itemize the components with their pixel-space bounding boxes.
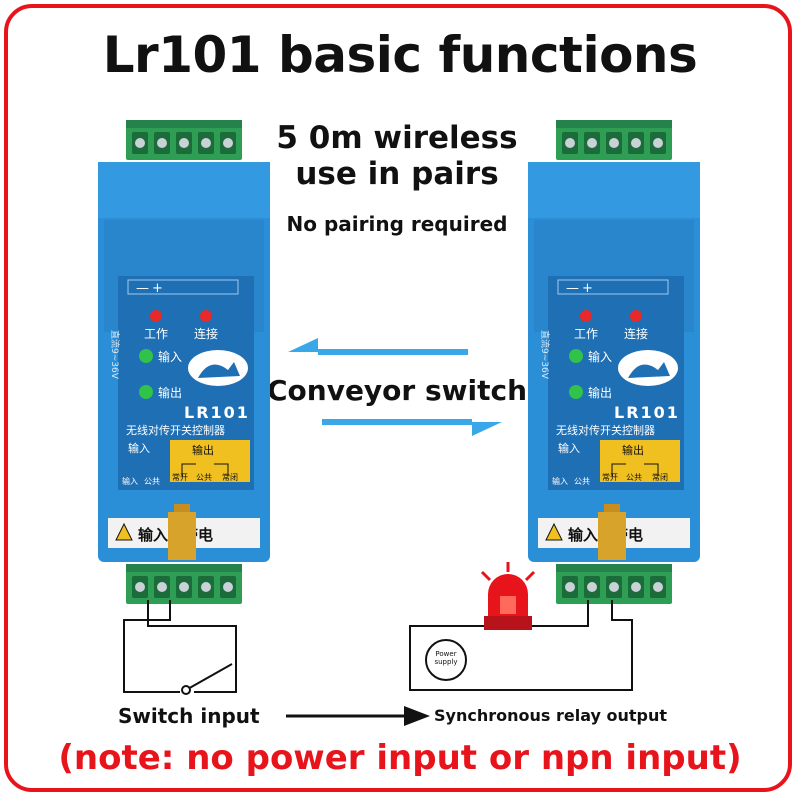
svg-text:常闭: 常闭 <box>652 473 668 482</box>
left-module: — + 直流9~36V 工作 连接 输入 输出 LR101 无线对传开关控制器 … <box>98 120 270 604</box>
svg-text:输入: 输入 <box>588 349 612 364</box>
power-supply-line-1: Power <box>435 650 457 658</box>
right-module: — + 直流9~36V 工作 连接 输入 输出 LR101 无线对传开关控制器 … <box>528 120 700 604</box>
svg-text:输入: 输入 <box>552 476 568 486</box>
flow-arrow-head <box>404 706 430 726</box>
range-line-2: use in pairs <box>295 156 499 192</box>
wireless-arrow-left <box>288 338 468 355</box>
red-frame-border <box>4 4 792 792</box>
power-supply-label: Power supply <box>426 650 466 666</box>
note-text: (note: no power input or npn input) <box>58 738 742 778</box>
svg-text:常闭: 常闭 <box>222 473 238 482</box>
svg-text:公共: 公共 <box>196 473 212 482</box>
svg-text:+: + <box>582 281 593 296</box>
range-line-1: 5 0m wireless <box>276 120 518 156</box>
svg-text:—: — <box>566 281 579 296</box>
svg-text:直流9~36V: 直流9~36V <box>109 330 121 380</box>
svg-text:常开: 常开 <box>602 473 618 482</box>
svg-text:直流9~36V: 直流9~36V <box>539 330 551 380</box>
power-supply-line-2: supply <box>434 658 458 666</box>
svg-text:输出: 输出 <box>622 443 644 457</box>
conveyor-switch-text: Conveyor switch <box>266 374 528 407</box>
svg-text:LR101: LR101 <box>614 403 680 422</box>
svg-text:连接: 连接 <box>194 326 218 341</box>
relay-output-wiring <box>409 600 633 691</box>
warning-lamp-icon <box>480 562 536 630</box>
svg-text:输入: 输入 <box>128 441 150 455</box>
svg-text:—: — <box>136 281 149 296</box>
relay-output-label: Synchronous relay output <box>434 706 668 725</box>
switch-input-label: Switch input <box>118 704 260 728</box>
svg-text:输出: 输出 <box>158 385 182 400</box>
wireless-arrow-right <box>322 419 502 436</box>
svg-text:工作: 工作 <box>574 327 598 341</box>
svg-text:+: + <box>152 281 163 296</box>
svg-text:输出: 输出 <box>588 385 612 400</box>
svg-text:公共: 公共 <box>574 477 590 486</box>
svg-text:输入: 输入 <box>158 349 182 364</box>
svg-text:无线对传开关控制器: 无线对传开关控制器 <box>556 423 655 437</box>
svg-text:常开: 常开 <box>172 473 188 482</box>
svg-text:输入: 输入 <box>122 476 138 486</box>
svg-text:连接: 连接 <box>624 326 648 341</box>
svg-text:LR101: LR101 <box>184 403 250 422</box>
switch-contact <box>181 685 191 695</box>
svg-text:工作: 工作 <box>144 327 168 341</box>
svg-text:输出: 输出 <box>192 443 214 457</box>
svg-text:公共: 公共 <box>144 477 160 486</box>
power-supply-circle <box>425 639 467 681</box>
svg-text:输入: 输入 <box>558 441 580 455</box>
svg-text:公共: 公共 <box>626 473 642 482</box>
switch-input-wiring <box>123 600 237 693</box>
svg-text:无线对传开关控制器: 无线对传开关控制器 <box>126 423 225 437</box>
page-title: Lr101 basic functions <box>102 26 698 84</box>
range-text: 5 0m wireless use in pairs <box>262 120 532 192</box>
pairing-text: No pairing required <box>286 212 508 236</box>
